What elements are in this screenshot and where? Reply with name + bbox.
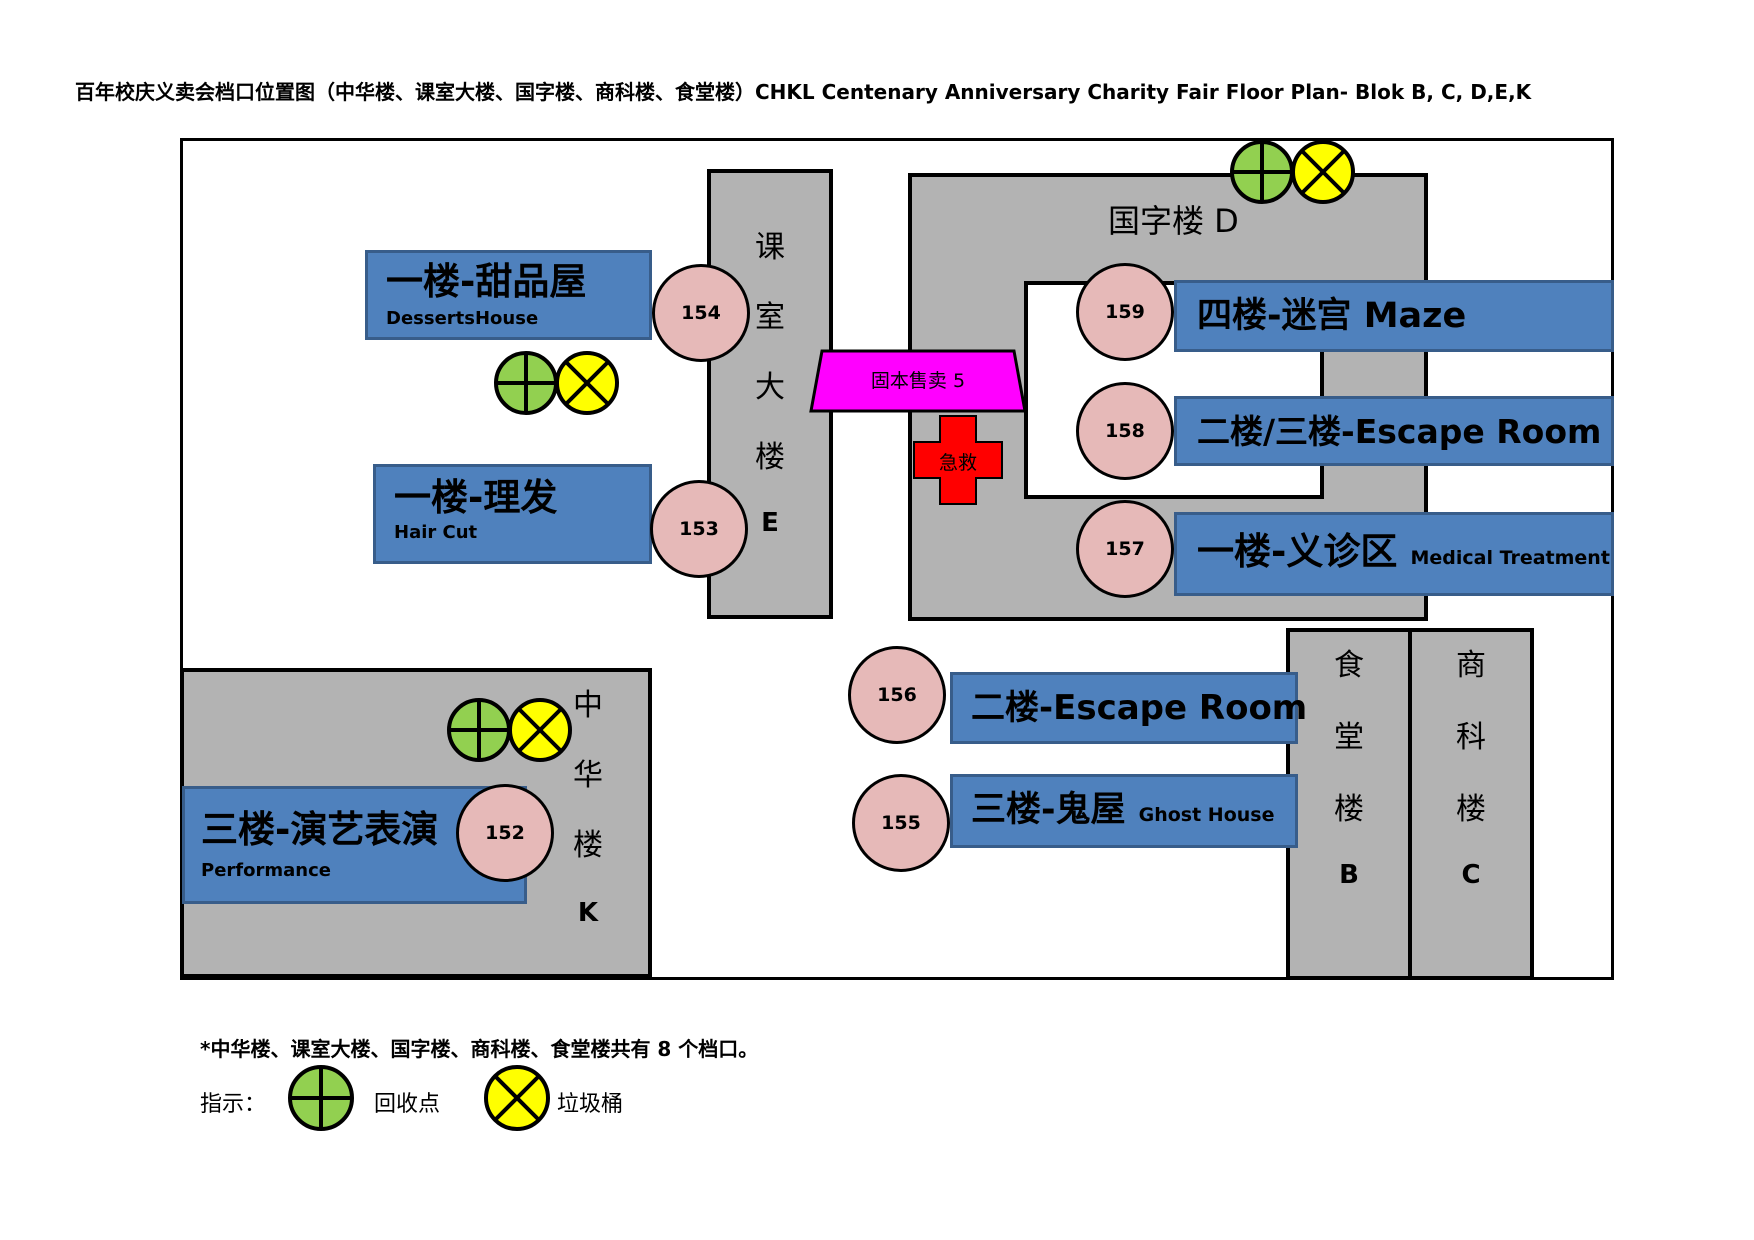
first-aid-cross-icon[interactable] xyxy=(912,414,1004,506)
stall-159-marker[interactable]: 159 xyxy=(1076,263,1174,361)
building-c-char: 科 xyxy=(1456,720,1486,755)
stall-154-label[interactable]: 一楼-甜品屋 DessertsHouse xyxy=(365,250,652,340)
legend-bin-label: 垃圾桶 xyxy=(557,1092,624,1117)
building-b-char: B xyxy=(1339,860,1359,890)
building-c-char: 楼 xyxy=(1456,792,1486,827)
legend-recycle-point-icon xyxy=(288,1065,354,1131)
stall-156-label[interactable]: 二楼-Escape Room xyxy=(950,672,1308,744)
building-b-char: 楼 xyxy=(1334,792,1364,827)
legend-label: 指示： xyxy=(200,1092,267,1117)
building-c xyxy=(1408,628,1534,980)
stall-155-marker[interactable]: 155 xyxy=(852,774,950,872)
building-k-char: 华 xyxy=(573,758,603,793)
stall-154-marker[interactable]: 154 xyxy=(652,264,750,362)
trash-bin-icon xyxy=(555,351,619,415)
stall-155-title: 三楼-鬼屋 xyxy=(971,790,1126,830)
stall-156-marker[interactable]: 156 xyxy=(848,646,946,744)
building-c-char: C xyxy=(1461,860,1481,890)
building-e-char: 大 xyxy=(755,370,785,405)
stall-158-label[interactable]: 二楼/三楼-Escape Room xyxy=(1174,396,1614,466)
stall-157-marker[interactable]: 157 xyxy=(1076,500,1174,598)
stall-152-title: 三楼-演艺表演 xyxy=(201,808,439,851)
building-k-char: K xyxy=(577,898,599,928)
stall-154-subtitle: DessertsHouse xyxy=(386,308,539,329)
recycle-point-icon xyxy=(447,698,511,762)
stall-155-subtitle: Ghost House xyxy=(1138,804,1275,826)
building-e-char: 室 xyxy=(755,300,785,335)
stall-159-label[interactable]: 四楼-迷宫 Maze xyxy=(1174,280,1614,352)
trash-bin-icon xyxy=(1291,140,1355,204)
legend-recycle-label: 回收点 xyxy=(374,1092,441,1117)
building-c-char: 商 xyxy=(1456,648,1486,683)
building-e-char: E xyxy=(761,508,779,538)
legend-trash-bin-icon xyxy=(484,1065,550,1131)
stall-159-title: 四楼-迷宫 Maze xyxy=(1197,296,1467,336)
building-k-char: 中 xyxy=(573,688,603,723)
building-e-char: 楼 xyxy=(755,440,785,475)
stall-153-title: 一楼-理发 xyxy=(394,476,558,519)
building-k-char: 楼 xyxy=(573,828,603,863)
stall-158-title: 二楼/三楼-Escape Room xyxy=(1197,412,1602,451)
stall-153-subtitle: Hair Cut xyxy=(394,522,478,543)
stall-153-marker[interactable]: 153 xyxy=(650,480,748,578)
trash-bin-icon xyxy=(508,698,572,762)
stall-157-label[interactable]: 一楼-义诊区 Medical Treatment xyxy=(1174,512,1614,596)
stall-154-title: 一楼-甜品屋 xyxy=(386,260,587,303)
stall-152-marker[interactable]: 152 xyxy=(456,784,554,882)
stall-153-label[interactable]: 一楼-理发 Hair Cut xyxy=(373,464,652,564)
stall-158-marker[interactable]: 158 xyxy=(1076,382,1174,480)
stall-155-label[interactable]: 三楼-鬼屋 Ghost House xyxy=(950,774,1298,848)
stall-157-subtitle: Medical Treatment xyxy=(1410,547,1610,569)
building-e-char: 课 xyxy=(755,230,785,265)
recycle-point-icon xyxy=(494,351,558,415)
fixed-stall-label: 固本售卖 5 xyxy=(870,370,966,392)
stall-152-subtitle: Performance xyxy=(201,860,331,881)
building-d-label: 国字楼 D xyxy=(1108,202,1239,240)
fixed-stall-trapezoid[interactable] xyxy=(808,348,1028,414)
recycle-point-icon xyxy=(1230,140,1294,204)
page-title: 百年校庆义卖会档口位置图（中华楼、课室大楼、国字楼、商科楼、食堂楼）CHKL C… xyxy=(75,80,1532,104)
building-b-char: 食 xyxy=(1334,648,1364,683)
first-aid-label: 急救 xyxy=(938,452,977,474)
building-b-char: 堂 xyxy=(1334,720,1364,755)
stall-157-title: 一楼-义诊区 xyxy=(1197,530,1398,573)
stall-156-title: 二楼-Escape Room xyxy=(971,688,1308,728)
footnote: *中华楼、课室大楼、国字楼、商科楼、食堂楼共有 8 个档口。 xyxy=(200,1037,759,1061)
